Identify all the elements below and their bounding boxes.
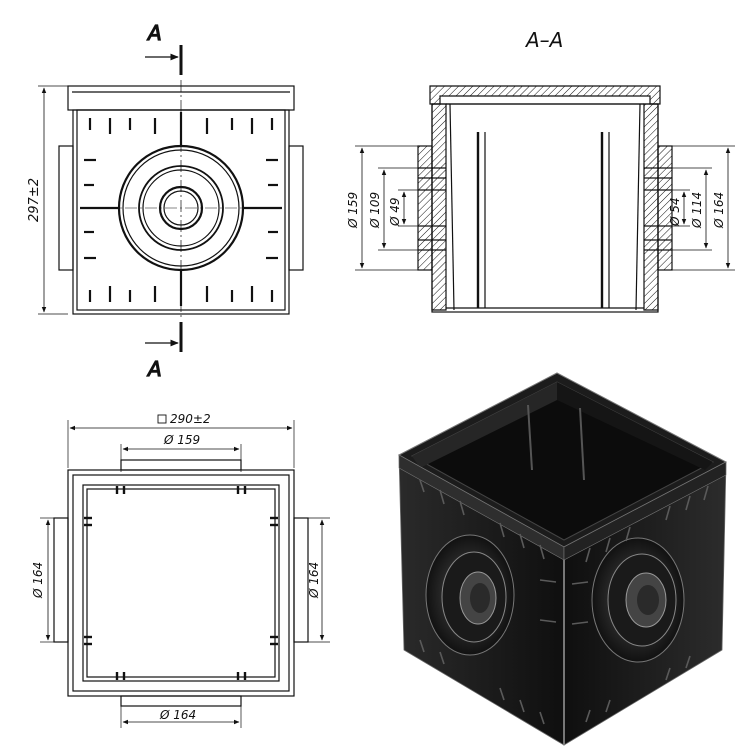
- bottom-spigot-dimension-label: Ø 164: [159, 708, 196, 722]
- height-dimension-label: 297±2: [27, 178, 42, 222]
- dim-left-outer: Ø 159: [346, 192, 360, 229]
- dim-right-middle: Ø 114: [690, 192, 704, 229]
- top-view: [40, 414, 330, 728]
- top-spigot-dimension-label: Ø 159: [163, 433, 200, 447]
- right-spigot-dimension-label: Ø 164: [307, 562, 321, 599]
- section-view: [355, 85, 735, 313]
- section-marker-bottom: A: [146, 357, 162, 381]
- dim-right-inner: Ø 54: [668, 197, 682, 227]
- top-width-dimension-label: 290±2: [170, 412, 211, 426]
- section-title: A–A: [524, 28, 563, 52]
- dim-left-middle: Ø 109: [368, 192, 382, 229]
- dim-right-outer: Ø 164: [712, 192, 726, 229]
- section-marker-top: A: [146, 21, 162, 45]
- dim-left-inner: Ø 49: [388, 197, 402, 227]
- isometric-render: [397, 372, 728, 746]
- left-spigot-dimension-label: Ø 164: [31, 562, 45, 599]
- front-view: A A: [38, 20, 304, 382]
